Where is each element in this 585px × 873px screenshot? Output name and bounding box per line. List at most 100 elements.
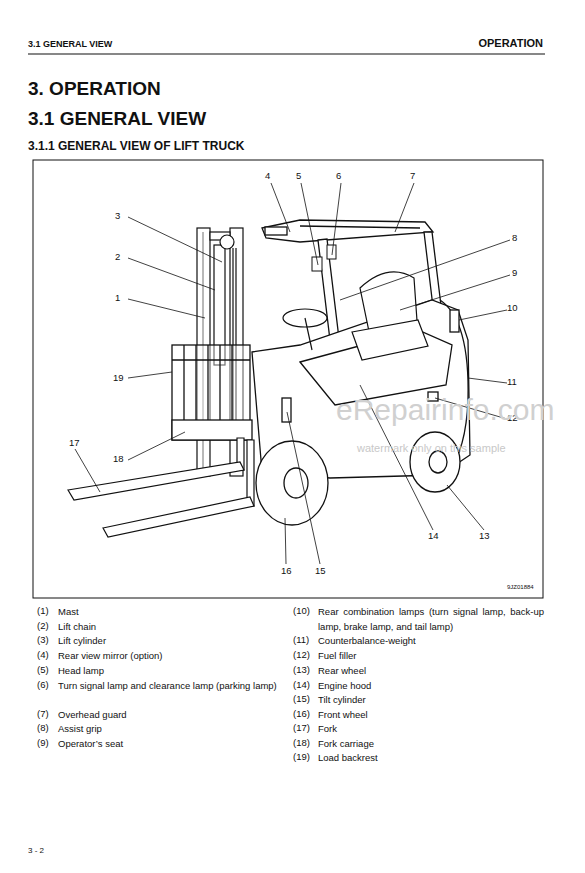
figure-frame bbox=[33, 160, 543, 598]
watermark: watermark only on this sample bbox=[357, 442, 506, 455]
leader-line bbox=[128, 299, 205, 318]
part-name: Overhead guard bbox=[58, 708, 286, 723]
figure-code: 9JZ01884 bbox=[507, 584, 534, 591]
callout-number: 9 bbox=[512, 267, 517, 278]
part-name: Tilt cylinder bbox=[318, 693, 544, 708]
truck-body bbox=[450, 310, 459, 332]
part-number: (17) bbox=[293, 722, 310, 733]
load-backrest bbox=[172, 420, 252, 440]
header-rule bbox=[28, 53, 545, 54]
truck-body bbox=[282, 398, 291, 422]
part-name: Lift cylinder bbox=[58, 634, 286, 649]
part-name: Mast bbox=[58, 605, 286, 620]
load-backrest bbox=[172, 345, 252, 440]
running-header: 3.1 GENERAL VIEW bbox=[28, 39, 112, 50]
part-name: Counterbalance-weight bbox=[318, 634, 544, 649]
leader-line bbox=[285, 518, 286, 564]
part-number: (3) bbox=[37, 634, 49, 645]
callout-number: 11 bbox=[507, 376, 517, 387]
part-number: (16) bbox=[293, 708, 310, 719]
part-number: (19) bbox=[293, 751, 310, 762]
header-rule bbox=[28, 53, 545, 54]
part-name: Fuel filler bbox=[318, 649, 544, 664]
part-number: (15) bbox=[293, 693, 310, 704]
part-name: Operator’s seat bbox=[58, 737, 286, 752]
part-name: Rear wheel bbox=[318, 664, 544, 679]
callout-number: 4 bbox=[265, 170, 270, 181]
callout-number: 6 bbox=[336, 170, 341, 181]
wheels bbox=[429, 451, 447, 473]
part-number: (18) bbox=[293, 737, 310, 748]
leader-line bbox=[75, 183, 510, 564]
leader-line bbox=[128, 258, 215, 290]
section-heading: 3.1 GENERAL VIEW bbox=[28, 108, 206, 131]
part-number: (12) bbox=[293, 649, 310, 660]
forks bbox=[68, 438, 254, 537]
figure-frame bbox=[33, 160, 543, 598]
callout-number: 17 bbox=[69, 437, 80, 448]
leader-line bbox=[332, 183, 341, 255]
callout-number: 3 bbox=[115, 210, 120, 221]
section-header: OPERATION bbox=[478, 37, 543, 50]
part-number: (1) bbox=[37, 605, 49, 616]
part-name: Fork bbox=[318, 722, 544, 737]
chapter-heading: 3. OPERATION bbox=[28, 78, 161, 101]
leader-line bbox=[287, 412, 320, 564]
part-name: Fork carriage bbox=[318, 737, 544, 752]
part-name: Turn signal lamp and clearance lamp (par… bbox=[58, 679, 286, 694]
wheels bbox=[256, 441, 328, 525]
overhead-guard bbox=[265, 227, 287, 235]
callout-number: 7 bbox=[410, 170, 415, 181]
part-number: (13) bbox=[293, 664, 310, 675]
part-name: Rear combination lamps (turn signal lamp… bbox=[318, 605, 544, 634]
part-number: (10) bbox=[293, 605, 310, 616]
leader-line bbox=[128, 372, 172, 378]
part-name: Front wheel bbox=[318, 708, 544, 723]
part-number: (6) bbox=[37, 679, 49, 690]
callout-number: 2 bbox=[115, 251, 120, 262]
leader-line bbox=[400, 275, 510, 310]
leader-line bbox=[447, 485, 484, 530]
page-number: 3 - 2 bbox=[28, 846, 44, 856]
callout-number: 1 bbox=[115, 292, 120, 303]
leader-line bbox=[128, 217, 222, 262]
forks bbox=[103, 497, 254, 537]
callout-number: 14 bbox=[428, 530, 439, 541]
part-name: Lift chain bbox=[58, 620, 286, 635]
wheels bbox=[410, 432, 460, 492]
part-number: (5) bbox=[37, 664, 49, 675]
part-name: Rear view mirror (option) bbox=[58, 649, 286, 664]
part-name: Load backrest bbox=[318, 751, 544, 766]
callout-number: 16 bbox=[281, 565, 292, 576]
leader-line bbox=[340, 240, 510, 300]
part-name: Assist grip bbox=[58, 722, 286, 737]
forks bbox=[247, 440, 254, 506]
part-number: (4) bbox=[37, 649, 49, 660]
part-number: (11) bbox=[293, 634, 309, 645]
leader-line bbox=[468, 378, 507, 383]
callout-number: 10 bbox=[507, 302, 518, 313]
leader-line bbox=[301, 183, 318, 265]
part-number: (7) bbox=[37, 708, 49, 719]
leader-line bbox=[128, 432, 185, 460]
callout-number: 15 bbox=[315, 565, 326, 576]
callout-number: 18 bbox=[113, 453, 124, 464]
callout-number: 19 bbox=[113, 372, 124, 383]
leader-line bbox=[459, 310, 507, 320]
overhead-guard bbox=[262, 220, 433, 242]
lamps bbox=[327, 245, 336, 259]
callout-number: 8 bbox=[512, 232, 517, 243]
leader-line bbox=[271, 183, 290, 232]
part-name: Engine hood bbox=[318, 679, 544, 694]
overhead-guard bbox=[300, 226, 420, 228]
forks bbox=[68, 462, 244, 500]
operator-seat bbox=[305, 318, 312, 350]
part-number: (2) bbox=[37, 620, 49, 631]
operator-seat bbox=[352, 320, 428, 360]
watermark: eRepairinfo.com bbox=[336, 392, 554, 428]
part-number: (8) bbox=[37, 722, 49, 733]
mast bbox=[220, 235, 234, 249]
part-number: (14) bbox=[293, 679, 310, 690]
part-number: (9) bbox=[37, 737, 49, 748]
